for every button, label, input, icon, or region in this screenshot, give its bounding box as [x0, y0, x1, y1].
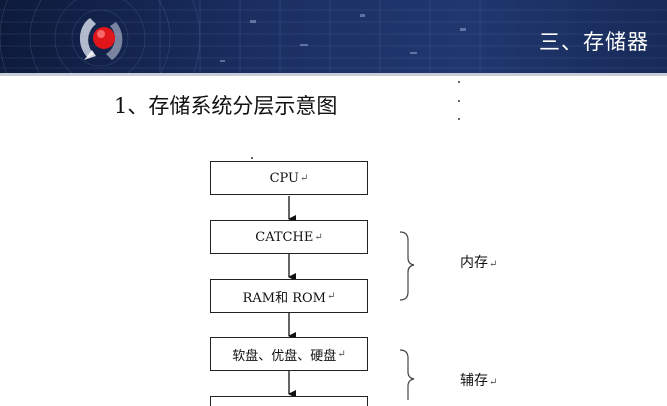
- paragraph-mark: ↵: [489, 259, 498, 270]
- section-title: 三、存储器: [539, 30, 649, 54]
- brace-inner-memory: [399, 231, 415, 301]
- level-box-cpu: CPU↵: [210, 161, 368, 195]
- paragraph-mark: ↵: [489, 377, 498, 388]
- level-label: CPU: [269, 170, 300, 186]
- level-label: CATCHE: [255, 229, 314, 245]
- paragraph-mark: ↵: [337, 348, 346, 360]
- stray-mark: [458, 118, 460, 120]
- group-label-inner-memory: 内存↵: [460, 252, 497, 272]
- level-label: 软盘、优盘、硬盘: [232, 348, 337, 364]
- paragraph-mark: ↵: [300, 172, 309, 184]
- level-box-disks: 软盘、优盘、硬盘↵: [210, 337, 368, 371]
- paragraph-mark: ↵: [327, 290, 336, 302]
- group-label-text: 内存: [460, 255, 488, 271]
- logo-icon: [79, 18, 123, 60]
- group-label-aux-memory: 辅存↵: [460, 370, 497, 390]
- paragraph-mark: ↵: [314, 231, 323, 243]
- stray-mark: [251, 157, 253, 159]
- stray-mark: [458, 100, 460, 102]
- level-box-next: [210, 396, 368, 406]
- group-label-text: 辅存: [460, 373, 488, 389]
- brace-aux-memory: [399, 349, 415, 400]
- level-box-cache: CATCHE↵: [210, 220, 368, 254]
- level-box-ram-rom: RAM和 ROM↵: [210, 279, 368, 313]
- header-banner: 三、存储器: [0, 0, 667, 76]
- banner-divider: [0, 73, 667, 76]
- page-heading: 1、存储系统分层示意图: [114, 94, 338, 118]
- level-label: RAM和 ROM: [242, 290, 326, 306]
- stray-mark: [458, 81, 460, 83]
